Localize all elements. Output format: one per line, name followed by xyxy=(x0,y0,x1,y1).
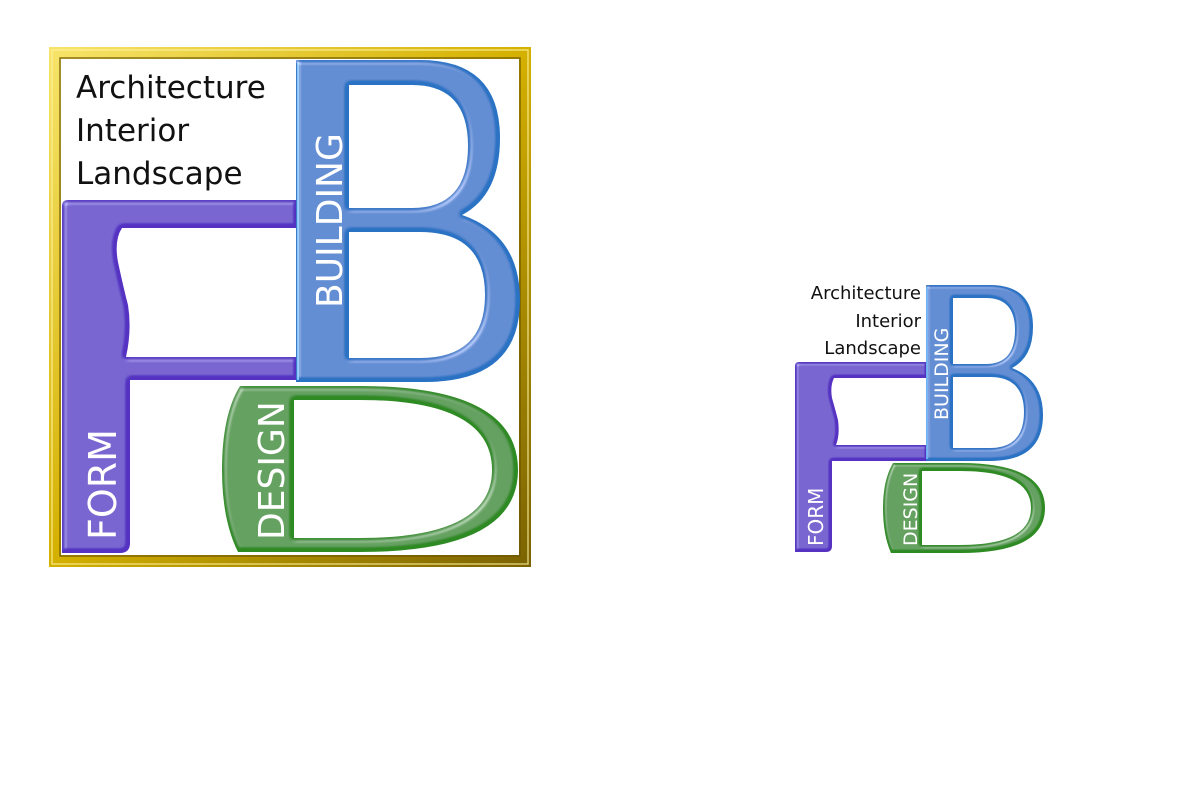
small-letter-f xyxy=(795,362,928,552)
f-label: FORM xyxy=(81,429,125,540)
tagline-landscape: Landscape xyxy=(76,156,243,192)
small-tagline-interior: Interior xyxy=(855,311,921,332)
small-d-label: DESIGN xyxy=(900,473,922,546)
d-label: DESIGN xyxy=(252,401,293,540)
large-logo: Architecture Interior Landscape FORM BUI… xyxy=(0,0,600,600)
small-logo: Architecture Interior Landscape FORM BUI… xyxy=(760,270,1080,570)
tagline-interior: Interior xyxy=(76,113,189,149)
letter-b xyxy=(296,60,520,382)
tagline: Architecture Interior Landscape xyxy=(76,70,266,192)
letter-d xyxy=(222,386,518,552)
small-b-label: BUILDING xyxy=(931,328,953,420)
letter-f xyxy=(62,200,298,553)
small-tagline-architecture: Architecture xyxy=(811,283,921,304)
small-tagline: Architecture Interior Landscape xyxy=(811,283,922,359)
b-label: BUILDING xyxy=(310,133,351,308)
small-f-label: FORM xyxy=(804,488,828,546)
small-logo-graphic: Architecture Interior Landscape FORM BUI… xyxy=(795,283,1045,553)
small-tagline-landscape: Landscape xyxy=(824,338,921,359)
small-letter-d xyxy=(883,463,1045,553)
tagline-architecture: Architecture xyxy=(76,70,266,106)
small-letter-b xyxy=(926,285,1043,461)
large-logo-graphic: Architecture Interior Landscape FORM BUI… xyxy=(49,47,531,567)
